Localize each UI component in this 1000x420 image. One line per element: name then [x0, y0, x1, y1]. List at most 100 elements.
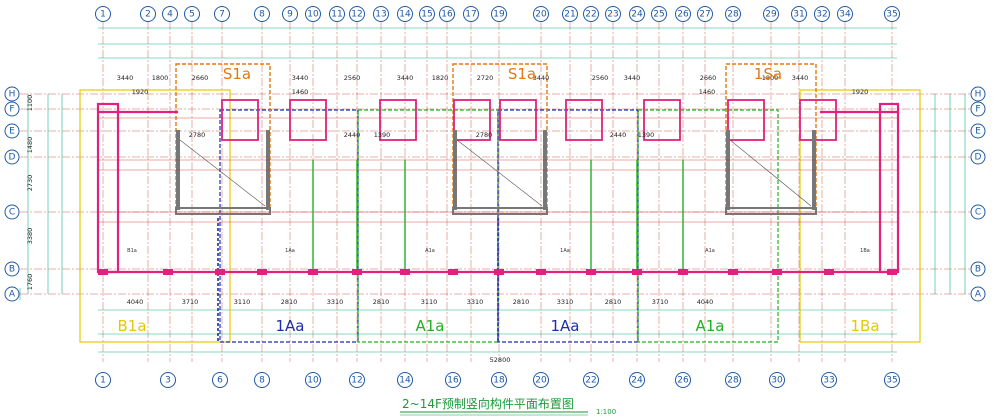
axis-bubble-top [282, 6, 298, 22]
upper-dimension: 1460 [699, 88, 716, 96]
axis-label-top: 4 [167, 10, 173, 20]
axis-label-top: 26 [677, 10, 689, 20]
axis-bubble-side [970, 286, 986, 302]
axis-label-side: C [975, 208, 981, 218]
axis-label-side: F [975, 105, 980, 115]
axis-label-top: 31 [793, 10, 804, 20]
axis-label-bottom: 18 [493, 376, 505, 386]
axis-label-bottom: 8 [259, 376, 265, 386]
axis-bubble-top [349, 6, 365, 22]
axis-label-side: E [9, 127, 15, 137]
axis-label-side: D [975, 153, 982, 163]
axis-bubble-side [4, 123, 20, 139]
front-pad [536, 269, 546, 275]
axis-label-side: H [9, 90, 16, 100]
axis-bubble-top [329, 6, 345, 22]
shear-wall [725, 207, 817, 215]
axis-bubble-bottom [212, 372, 228, 388]
axis-bubble-top [562, 6, 578, 22]
axis-bubble-top [419, 6, 435, 22]
upper-dimension: 1920 [852, 88, 869, 96]
axis-bubble-top [162, 6, 178, 22]
axis-label-top: 10 [307, 10, 319, 20]
wall-label: 1Ba [860, 248, 870, 254]
overall-dimension: 52800 [490, 356, 511, 364]
axis-label-top: 23 [607, 10, 618, 20]
axis-label-bottom: 33 [823, 376, 834, 386]
front-pad [308, 269, 318, 275]
front-pad [586, 269, 596, 275]
axis-bubble-top [605, 6, 621, 22]
top-dimension: 1800 [762, 74, 779, 82]
zone-label: 1Ba [850, 317, 879, 335]
axis-bubble-bottom [629, 372, 645, 388]
axis-label-side: A [9, 290, 16, 300]
axis-label-top: 35 [886, 10, 897, 20]
axis-label-side: E [975, 127, 981, 137]
top-dimension: 2560 [592, 74, 609, 82]
top-dimension: 2660 [192, 74, 209, 82]
axis-label-bottom: 22 [585, 376, 596, 386]
axis-bubble-side [4, 204, 20, 220]
axis-label-bottom: 26 [677, 376, 689, 386]
wall-segment [289, 99, 327, 141]
wall-label: 1Aa [285, 248, 295, 254]
axis-label-top: 7 [219, 10, 225, 20]
top-dimension: 3440 [624, 74, 641, 82]
front-pad [772, 269, 782, 275]
front-pad [494, 269, 504, 275]
stair-flight [179, 139, 266, 207]
axis-label-bottom: 24 [631, 376, 643, 386]
axis-bubble-bottom [397, 372, 413, 388]
axis-label-bottom: 1 [100, 376, 106, 386]
zone-boundary-left [79, 89, 231, 343]
exterior-wall [96, 102, 120, 274]
axis-bubble-bottom [491, 372, 507, 388]
axis-label-side: H [975, 90, 982, 100]
axis-bubble-bottom [725, 372, 741, 388]
bottom-dimension: 4040 [127, 298, 144, 306]
axis-label-bottom: 10 [307, 376, 319, 386]
axis-label-bottom: 14 [399, 376, 411, 386]
axis-bubble-side [970, 101, 986, 117]
mid-dimension: 2780 [189, 131, 206, 139]
wall-segment [565, 99, 603, 141]
axis-label-bottom: 3 [165, 376, 171, 386]
mid-dimension: 1390 [374, 131, 391, 139]
wall-segment [379, 99, 417, 141]
front-pad [632, 269, 642, 275]
front-pad [824, 269, 834, 275]
front-pad [163, 269, 173, 275]
axis-bubble-side [4, 286, 20, 302]
zone-label: 1Aa [551, 317, 580, 335]
bottom-dimension: 2810 [281, 298, 298, 306]
bottom-dimension: 3310 [327, 298, 344, 306]
top-dimension: 2720 [477, 74, 494, 82]
front-pad [352, 269, 362, 275]
bottom-dimension: 2810 [605, 298, 622, 306]
axis-label-top: 28 [727, 10, 739, 20]
zone-label: A1a [696, 317, 725, 335]
axis-label-top: 13 [375, 10, 386, 20]
bottom-dimension: 3110 [234, 298, 251, 306]
exterior-wall [878, 102, 900, 274]
axis-bubble-side [4, 149, 20, 165]
axis-label-top: 22 [585, 10, 596, 20]
bottom-dimension: 3710 [652, 298, 669, 306]
zone-boundary-right [799, 89, 921, 343]
zone-label: 1Aa [276, 317, 305, 335]
axis-bubble-bottom [884, 372, 900, 388]
axis-bubble-bottom [821, 372, 837, 388]
zone-label: A1a [416, 317, 445, 335]
axis-bubble-top [214, 6, 230, 22]
axis-bubble-bottom [254, 372, 270, 388]
left-dimension: 3380 [26, 228, 34, 245]
axis-label-bottom: 20 [535, 376, 547, 386]
top-dimension: 2660 [700, 74, 717, 82]
axis-label-bottom: 6 [217, 376, 223, 386]
axis-bubble-side [4, 261, 20, 277]
axis-bubble-top [95, 6, 111, 22]
axis-bubble-top [397, 6, 413, 22]
